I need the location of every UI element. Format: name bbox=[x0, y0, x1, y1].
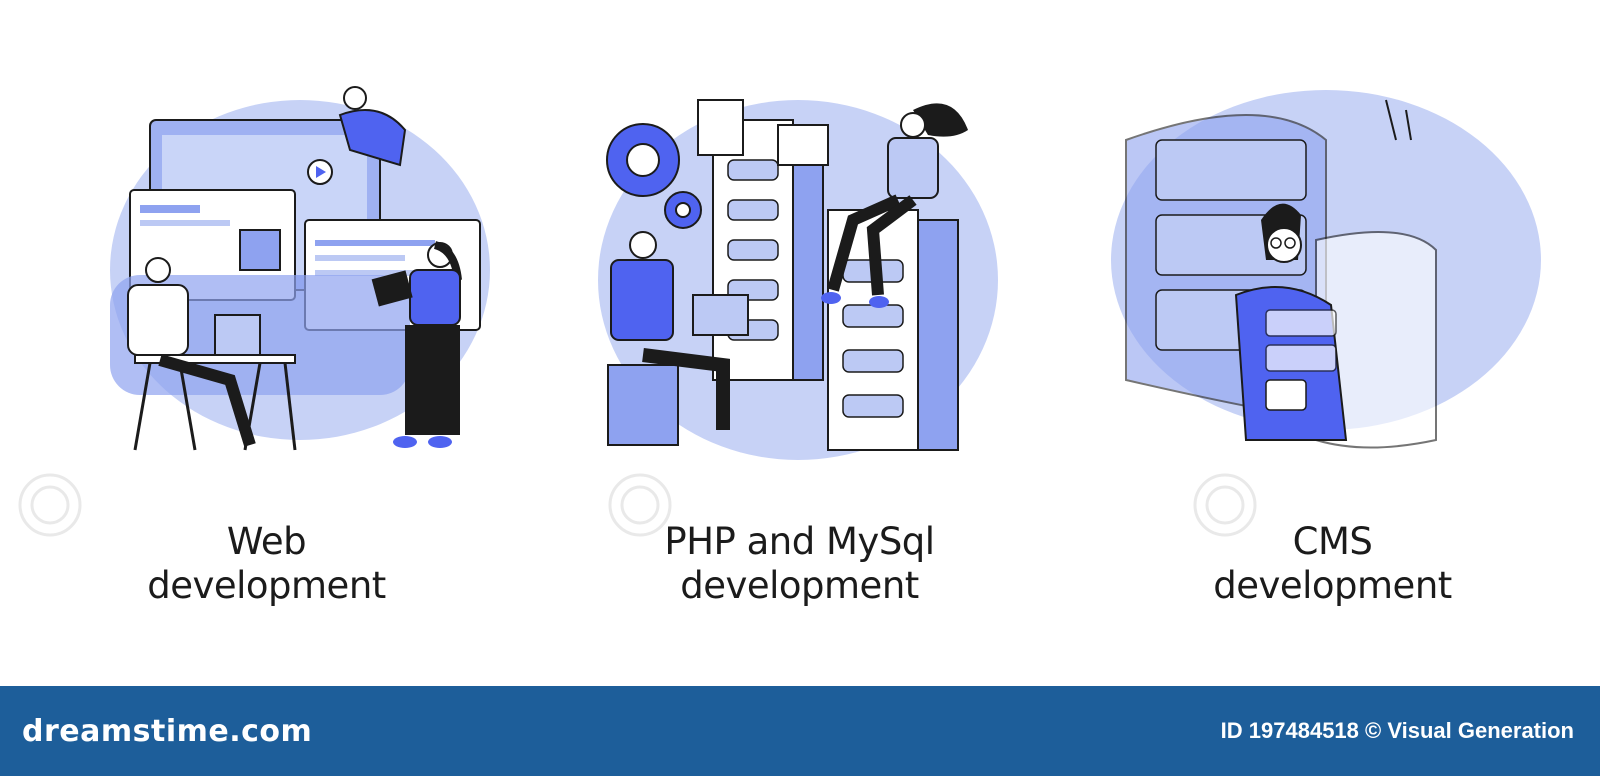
dreamstime-logo[interactable]: dreamstime.com bbox=[22, 713, 313, 749]
web-development-illustration bbox=[110, 86, 490, 451]
panel-caption: Web development bbox=[0, 520, 533, 608]
php-mysql-illustration bbox=[598, 99, 998, 460]
caption-line-2: development bbox=[147, 564, 386, 607]
watermark-swirl-icon bbox=[1193, 473, 1257, 537]
stock-image: Web development bbox=[0, 0, 1599, 686]
watermark-swirl-icon bbox=[608, 473, 672, 537]
panel-php-mysql-development: PHP and MySql development bbox=[533, 0, 1066, 686]
caption-line-1: CMS bbox=[1292, 520, 1373, 563]
image-credit: ID 197484518 © Visual Generation bbox=[1220, 718, 1574, 743]
caption-line-2: development bbox=[1213, 564, 1452, 607]
caption-line-1: PHP and MySql bbox=[664, 520, 935, 563]
watermark-swirl-icon bbox=[18, 473, 82, 537]
panel-caption: PHP and MySql development bbox=[533, 520, 1066, 608]
panel-web-development: Web development bbox=[0, 0, 533, 686]
cms-development-illustration bbox=[1111, 90, 1541, 449]
panel-cms-development: CMS development bbox=[1066, 0, 1599, 686]
caption-line-1: Web bbox=[226, 520, 307, 563]
panel-caption: CMS development bbox=[1066, 520, 1599, 608]
stock-footer-bar: dreamstime.com ID 197484518 © Visual Gen… bbox=[0, 686, 1600, 776]
caption-line-2: development bbox=[680, 564, 919, 607]
